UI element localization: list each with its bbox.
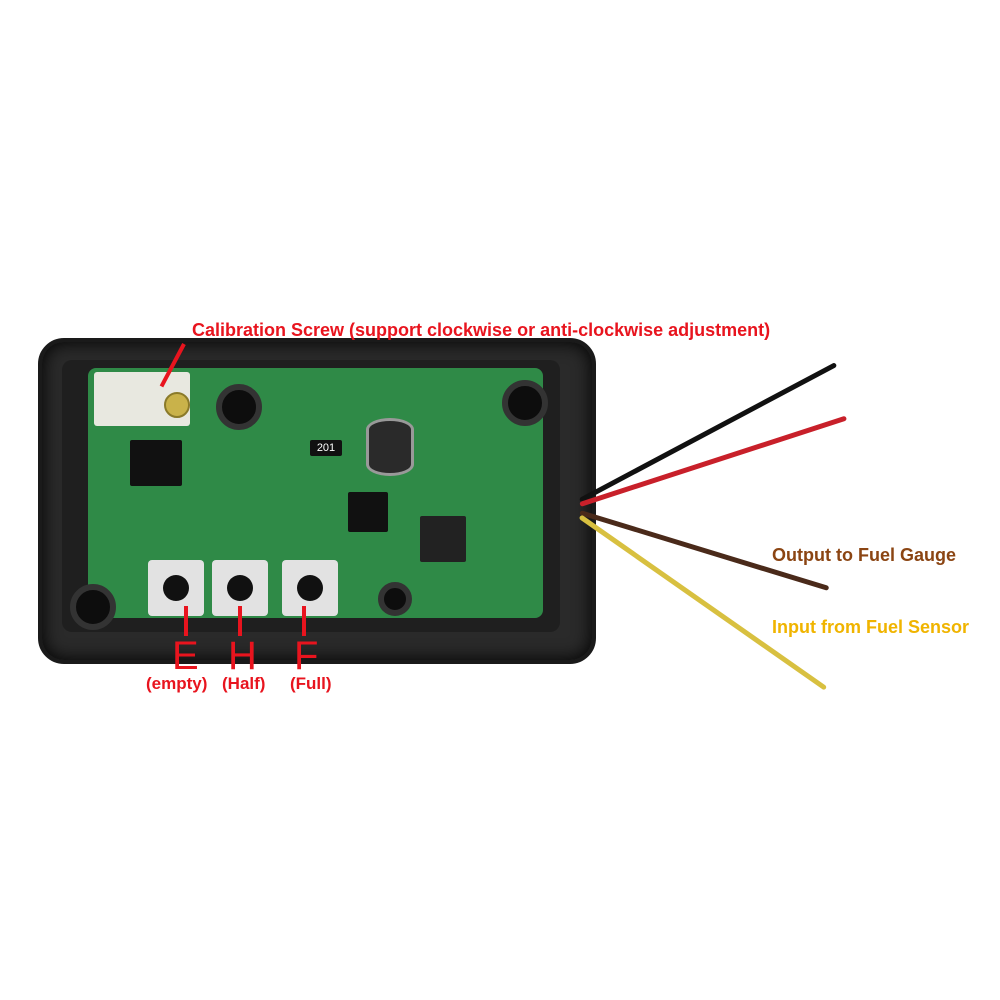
- output-label: Output to Fuel Gauge: [772, 545, 956, 565]
- input-label: Input from Fuel Sensor: [772, 617, 970, 637]
- ic-chip: [130, 440, 182, 486]
- regulator: [420, 516, 466, 562]
- mount-hole: [378, 582, 412, 616]
- capacitor: [366, 418, 414, 476]
- button-empty: [148, 560, 204, 616]
- mount-hole: [216, 384, 262, 430]
- pointer-e: [184, 606, 188, 636]
- pcb-marking: 201: [310, 440, 342, 456]
- caption-half: (Half): [222, 674, 266, 693]
- button-full: [282, 560, 338, 616]
- pointer-f: [302, 606, 306, 636]
- button-cap: [227, 575, 253, 601]
- caption-full: (Full): [290, 674, 332, 693]
- pointer-h: [238, 606, 242, 636]
- caption-empty: (empty): [146, 674, 208, 693]
- ic-chip-2: [348, 492, 388, 532]
- label-f: F: [294, 634, 319, 678]
- mount-hole: [502, 380, 548, 426]
- button-cap: [297, 575, 323, 601]
- button-cap: [163, 575, 189, 601]
- calibration-label: Calibration Screw (support clockwise or …: [192, 320, 771, 340]
- label-e: E: [172, 634, 199, 678]
- calibration-screw: [164, 392, 190, 418]
- wire-yellow: [578, 514, 828, 691]
- mount-hole: [70, 584, 116, 630]
- label-h: H: [228, 634, 257, 678]
